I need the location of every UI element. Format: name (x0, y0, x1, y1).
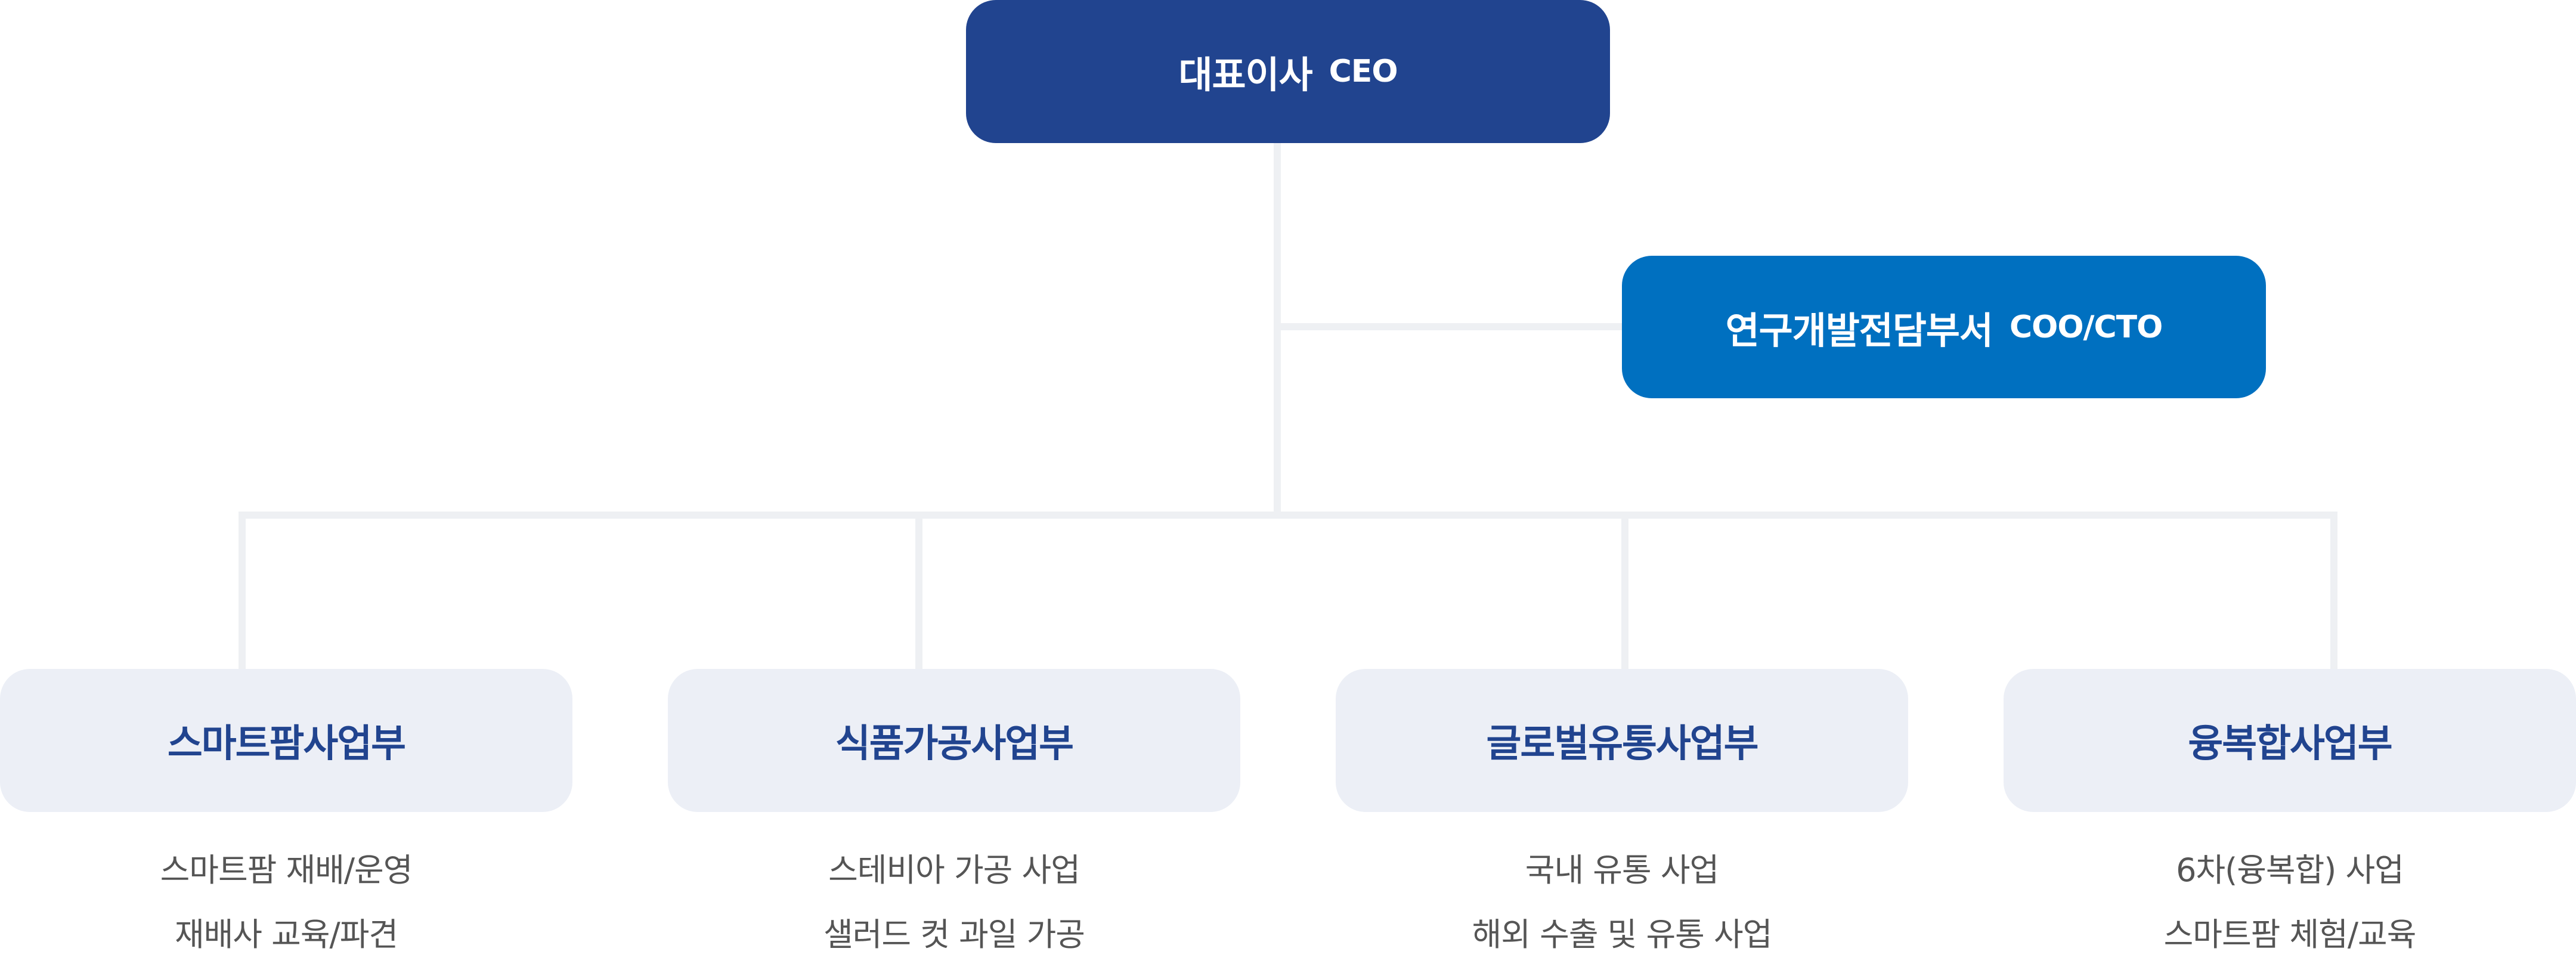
division-smartfarm: 스마트팜사업부 스마트팜 재배/운영 재배사 교육/파견 (0, 669, 572, 967)
division-item: 샐러드 컷 과일 가공 (823, 916, 1085, 953)
division-item: 재배사 교육/파견 (174, 916, 398, 953)
division-item-list: 국내 유통 사업 해외 수출 및 유통 사업 (1336, 838, 1908, 967)
ceo-node: 대표이사 CEO (966, 0, 1610, 143)
division-title: 융복합사업부 (2188, 722, 2392, 766)
division-box: 글로벌유통사업부 (1336, 669, 1908, 812)
division-item: 국내 유통 사업 (1525, 851, 1719, 889)
division-item: 해외 수출 및 유통 사업 (1472, 916, 1773, 953)
division-title: 식품가공사업부 (835, 722, 1074, 766)
division-box: 스마트팜사업부 (0, 669, 572, 812)
rnd-title: 연구개발전담부서 (1725, 308, 1993, 352)
division-item: 스테비아 가공 사업 (828, 851, 1080, 889)
division-title: 스마트팜사업부 (167, 722, 406, 766)
division-item-list: 스테비아 가공 사업 샐러드 컷 과일 가공 (668, 838, 1240, 967)
division-box: 식품가공사업부 (668, 669, 1240, 812)
division-item: 6차(융복합) 사업 (2176, 851, 2404, 889)
division-item-list: 6차(융복합) 사업 스마트팜 체험/교육 (2004, 838, 2576, 967)
division-food-processing: 식품가공사업부 스테비아 가공 사업 샐러드 컷 과일 가공 (668, 669, 1240, 967)
division-box: 융복합사업부 (2004, 669, 2576, 812)
division-item: 스마트팜 재배/운영 (160, 851, 413, 889)
rnd-node: 연구개발전담부서 COO/CTO (1622, 256, 2266, 398)
division-item-list: 스마트팜 재배/운영 재배사 교육/파견 (0, 838, 572, 967)
division-item: 스마트팜 체험/교육 (2163, 916, 2417, 953)
division-title: 글로벌유통사업부 (1486, 722, 1758, 766)
division-convergence: 융복합사업부 6차(융복합) 사업 스마트팜 체험/교육 (2004, 669, 2576, 967)
ceo-title: 대표이사 (1178, 53, 1312, 97)
division-global-distribution: 글로벌유통사업부 국내 유통 사업 해외 수출 및 유통 사업 (1336, 669, 1908, 967)
rnd-role: COO/CTO (2009, 309, 2163, 345)
ceo-role: CEO (1329, 54, 1398, 89)
